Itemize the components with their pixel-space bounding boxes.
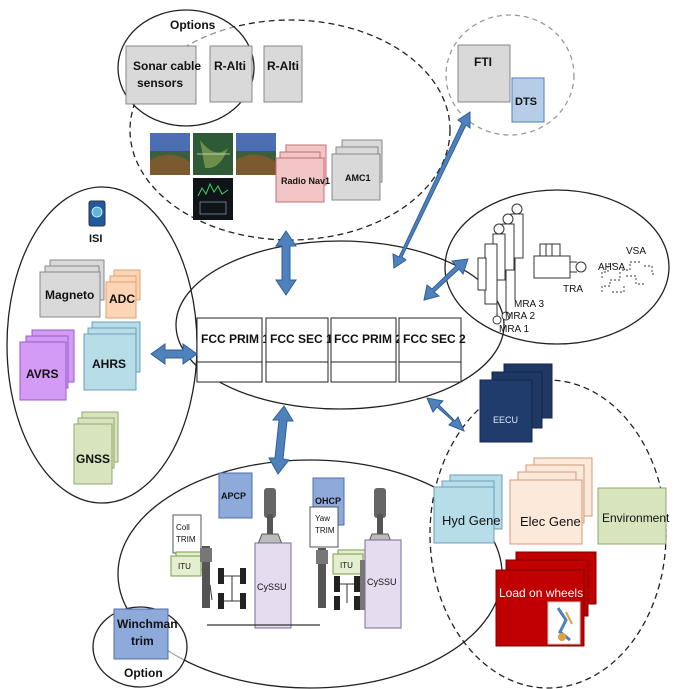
hyd-gene-label: Hyd Gene <box>442 513 501 528</box>
radio-altimeter-1-label: R-Alti <box>214 59 246 73</box>
actuators-schematic <box>477 203 587 325</box>
yaw-trim-box <box>309 506 339 548</box>
elec-gene-stack <box>509 457 593 545</box>
fcc-prim-1-label: FCC PRIM 1 <box>201 332 269 346</box>
environment-box <box>597 487 667 545</box>
magneto-stack <box>39 259 105 318</box>
landing-gear-image <box>547 601 581 645</box>
apcp-label: APCP <box>221 491 246 501</box>
avrs-stack <box>19 329 75 401</box>
fcc-prim-2-label: FCC PRIM 2 <box>334 332 402 346</box>
ahsa-label: AHSA <box>598 262 626 273</box>
cyclic-stick-2 <box>367 488 393 545</box>
bidirectional-arrows <box>150 111 471 475</box>
apcp-box <box>218 472 253 519</box>
radio-altimeter-2-label: R-Alti <box>267 59 299 73</box>
winchman-trim-box <box>113 608 169 660</box>
dts-box <box>511 77 545 123</box>
itu-1-stack <box>170 551 207 577</box>
amc1-label: AMC1 <box>345 173 371 183</box>
eecu-label: EECU <box>493 415 518 425</box>
sonar-sensors-box <box>125 45 197 105</box>
ahrs-stack <box>83 321 141 391</box>
mra2-label: MRA 2 <box>505 311 535 322</box>
fcc-sec-1-label: FCC SEC 1 <box>270 332 333 346</box>
itu-1-label: ITU <box>178 562 191 571</box>
gnss-stack <box>73 411 119 485</box>
adc-label: ADC <box>109 292 135 306</box>
coll-label: Coll <box>176 523 190 532</box>
fcc-prim-1 <box>196 317 263 383</box>
arrow-actuators-fcc <box>423 258 469 301</box>
tra-label: TRA <box>563 284 583 295</box>
fti-label: FTI <box>474 55 492 69</box>
mra3-label: MRA 3 <box>514 299 544 310</box>
winchman-trim-label: trim <box>131 634 154 648</box>
eecu-stack <box>479 363 553 443</box>
yaw-trim-label: TRIM <box>315 526 335 535</box>
arrow-options-fcc <box>275 230 297 296</box>
load-on-wheels-label: Load on wheels <box>499 586 583 600</box>
gnss-label: GNSS <box>76 452 110 466</box>
arrow-nav-fcc <box>150 343 198 365</box>
arrow-power-fcc <box>426 397 465 432</box>
dts-label: DTS <box>515 96 537 108</box>
cyssu-1-box <box>254 542 292 629</box>
ahrs-label: AHRS <box>92 357 126 371</box>
avrs-label: AVRS <box>26 367 58 381</box>
radio-nav-label: Radio Nav1 <box>281 176 330 186</box>
cyssu-1-label: CySSU <box>257 582 287 592</box>
elec-gene-label: Elec Gene <box>520 514 581 529</box>
mra1-label: MRA 1 <box>499 324 529 335</box>
option-label: Option <box>124 666 163 680</box>
coll-trim-label: TRIM <box>176 535 196 544</box>
radio-altimeter-1-box <box>209 45 253 103</box>
magneto-label: Magneto <box>45 288 94 302</box>
vsa-label: VSA <box>626 246 646 257</box>
arrow-controls-fcc <box>268 405 294 475</box>
fcc-sec-1 <box>265 317 329 383</box>
radio-altimeter-2-box <box>263 45 303 103</box>
sonar-label-line1: Sonar cable <box>133 59 201 73</box>
sonar-label-line2: sensors <box>137 76 183 90</box>
yaw-label: Yaw <box>315 514 330 523</box>
pedal-mechanism <box>316 548 366 610</box>
isi-label: ISI <box>89 233 102 245</box>
cyssu-2-box <box>364 539 402 629</box>
collective-mechanism <box>200 546 246 609</box>
ohcp-label: OHCP <box>315 496 341 506</box>
radio-nav-stack <box>275 144 327 203</box>
adc-stack <box>105 269 141 319</box>
environment-label: Environment <box>602 511 670 525</box>
itu-2-label: ITU <box>340 561 353 570</box>
winchman-label: Winchman <box>117 617 178 631</box>
cyclic-stick-1 <box>257 488 283 545</box>
hyd-gene-stack <box>433 474 503 544</box>
fcc-boundary <box>175 240 505 410</box>
cockpit-display-images <box>150 133 276 220</box>
coll-trim-box <box>172 514 202 554</box>
isi-instrument <box>88 200 106 227</box>
amc1-stack <box>331 139 383 201</box>
fti-box <box>457 44 511 103</box>
cyssu-2-label: CySSU <box>367 577 397 587</box>
actuators-boundary <box>444 189 670 345</box>
arrow-fti-fcc <box>392 111 471 269</box>
fcc-sec-2-label: FCC SEC 2 <box>403 332 466 346</box>
ahsa-vsa-schematic <box>601 261 656 293</box>
fti-boundary <box>445 14 575 136</box>
fcc-prim-2 <box>330 317 397 383</box>
options-title: Options <box>170 18 216 32</box>
fcc-sec-2 <box>398 317 462 383</box>
